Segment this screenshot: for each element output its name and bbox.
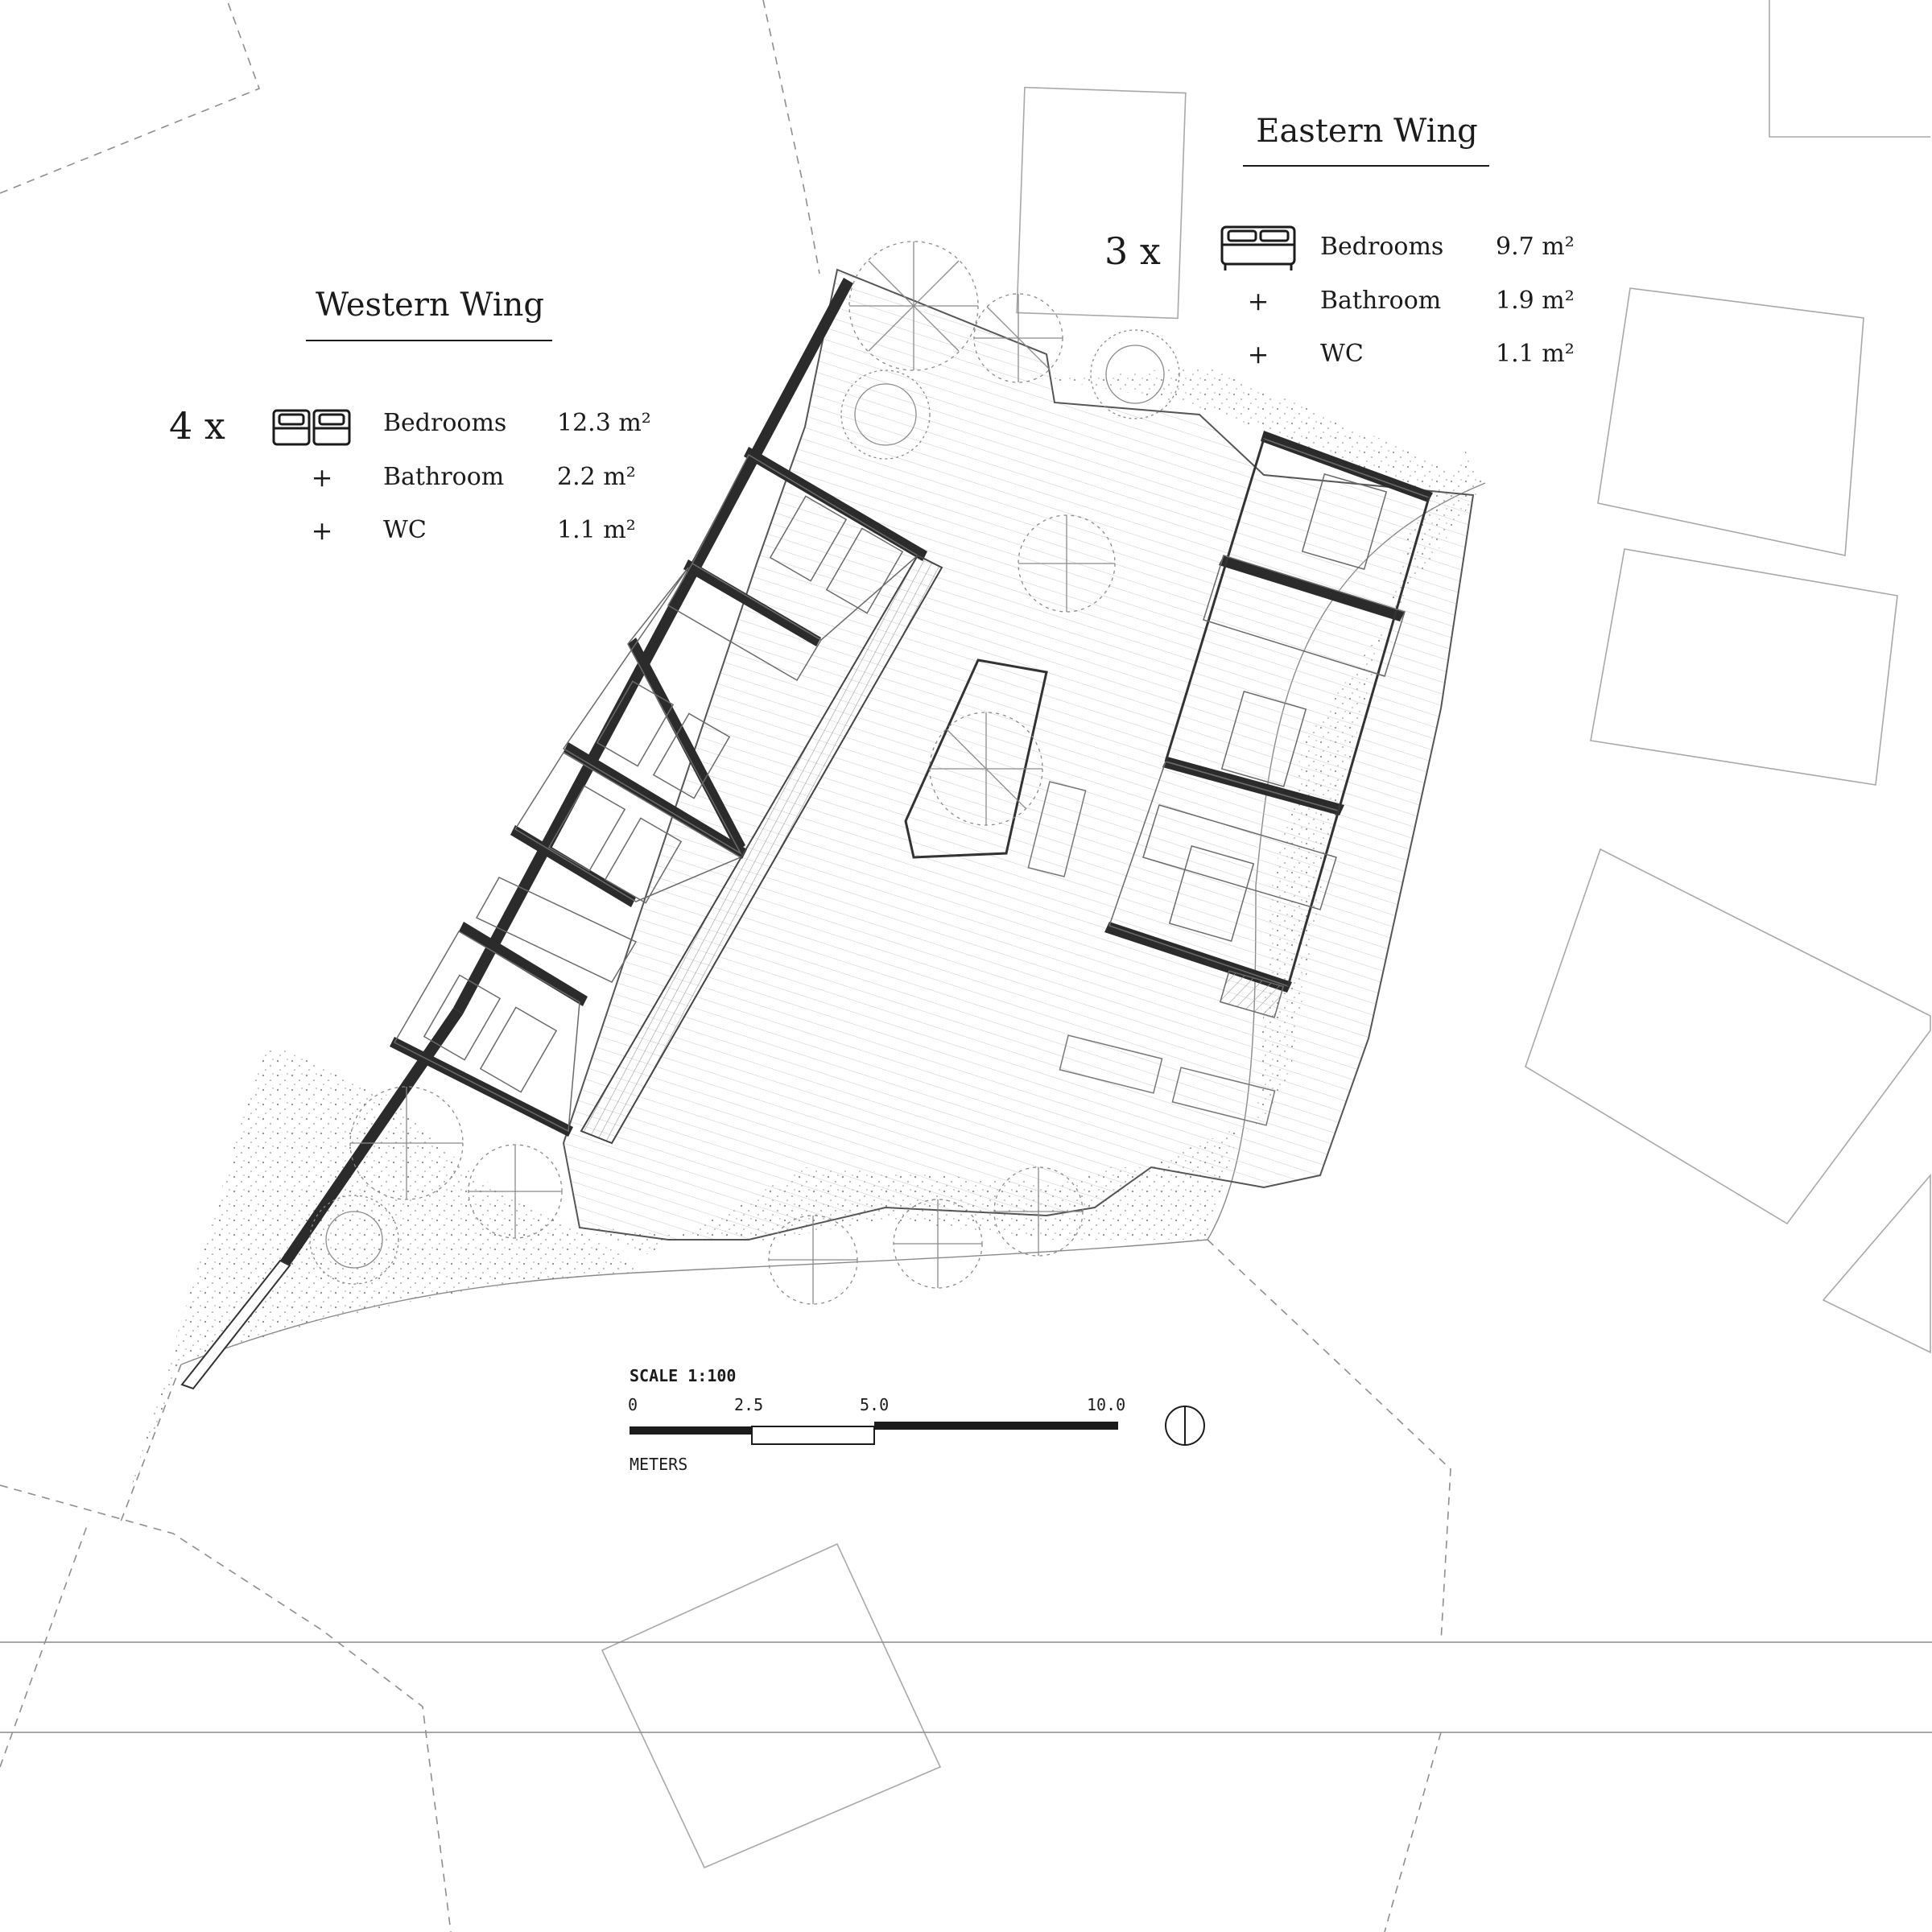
scale-tick-label: 5.0 [860,1395,889,1414]
scale-title: SCALE 1:100 [630,1366,736,1385]
eastern-wing-count: 3 x [1104,229,1161,273]
round-tree [840,369,931,460]
scale-unit: METERS [630,1455,687,1474]
eastern-row-prefix: + [1248,286,1269,316]
western-wing-legend: Western Wing 4 x Bedrooms 12.3 m² + Bath… [169,287,651,546]
eastern-row-area: 1.1 m² [1496,340,1575,368]
eastern-rooms [1108,438,1430,1018]
palm-tree [768,1215,858,1305]
eastern-row-area: 9.7 m² [1496,233,1575,261]
eastern-row-label: Bathroom [1320,287,1441,315]
neighbour-building [1525,848,1931,1225]
scale-tick-label: 2.5 [734,1395,763,1414]
western-row-prefix: + [312,515,333,546]
neighbour-building [601,1542,942,1869]
western-row-label: WC [383,516,427,544]
west-boundary-wall [180,1259,291,1390]
central-planter [904,658,1048,859]
neighbour-building [1597,287,1864,556]
neighbour-building [1016,86,1187,320]
palm-tree [468,1144,563,1239]
twin-bed-icon [272,409,351,446]
parcel-boundaries [0,0,1451,1932]
scale-bar: SCALE 1:100 0 2.5 5.0 10.0 METERS [628,1366,1205,1474]
eastern-row-prefix: + [1248,339,1269,369]
scale-segment [751,1426,875,1445]
scale-tick-label: 0 [628,1395,638,1414]
vegetation [309,241,1180,1305]
palm-tree [1018,514,1116,613]
western-row-label: Bathroom [383,463,504,491]
deck-bench [1171,1067,1276,1126]
western-row-area: 12.3 m² [557,409,651,437]
round-tree [1090,329,1180,419]
western-wing-title: Western Wing [316,287,544,324]
western-wing-walls [280,278,927,1265]
western-row-area: 2.2 m² [557,463,636,491]
central-deck [562,268,1475,1241]
palm-tree [929,712,1043,826]
palm-tree [973,293,1063,383]
north-arrow-icon [1165,1406,1205,1446]
scale-segment [874,1422,1118,1430]
round-tree [309,1195,399,1285]
eastern-row-label: Bedrooms [1320,233,1443,261]
building [180,268,1475,1390]
neighbour-building [1769,0,1930,138]
western-wing-count: 4 x [169,404,225,448]
western-row-label: Bedrooms [383,409,506,437]
double-bed-icon [1220,225,1296,270]
western-row-area: 1.1 m² [557,516,636,544]
eastern-wing-title: Eastern Wing [1256,113,1478,150]
scale-segment [630,1426,752,1435]
eastern-wing-legend: Eastern Wing 3 x Bedrooms 9.7 m² + Bathr… [1104,113,1575,369]
palm-tree [893,1199,983,1289]
eastern-row-label: WC [1320,340,1364,368]
palm-tree [848,241,979,371]
palm-tree [993,1166,1084,1257]
palm-tree [349,1086,464,1200]
eastern-row-area: 1.9 m² [1496,287,1575,315]
western-rooms [393,453,919,1133]
scale-tick-label: 10.0 [1087,1395,1125,1414]
western-corridor [580,554,943,1145]
western-row-prefix: + [312,462,333,493]
neighbour-building [1822,1173,1931,1354]
central-table [1027,781,1087,877]
neighbour-building [1590,548,1898,786]
deck-bench [1059,1034,1163,1094]
